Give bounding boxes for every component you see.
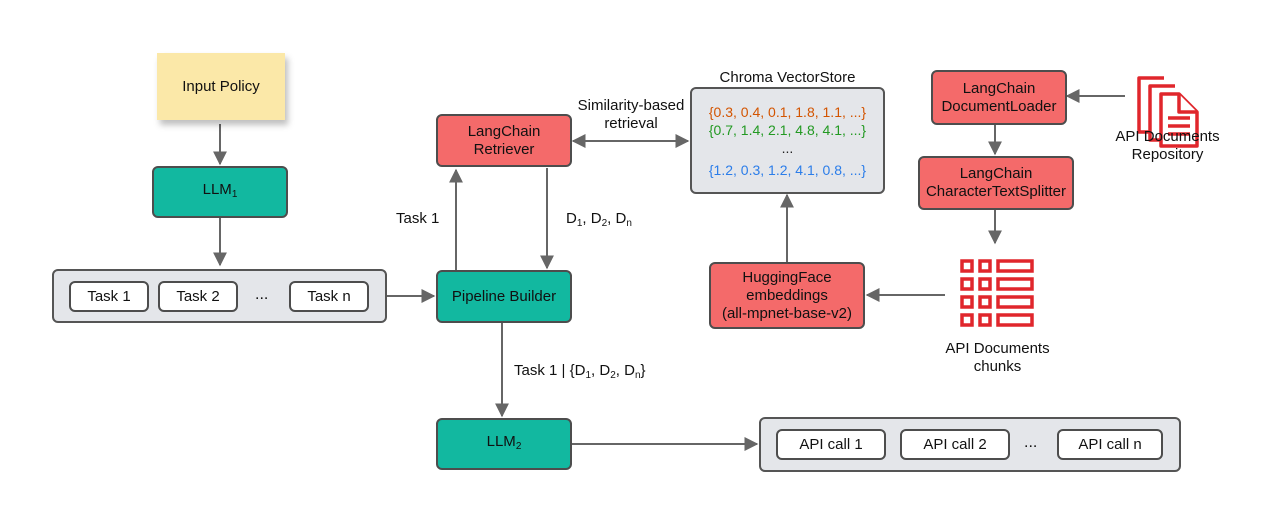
llm1-node: LLM1 — [152, 166, 288, 218]
input-policy-label: Input Policy — [182, 78, 260, 95]
documents-stack-icon — [1137, 76, 1199, 148]
api-calls-ellipsis: ... — [1024, 434, 1038, 451]
vector-row-n: {1.2, 0.3, 1.2, 4.1, 0.8, ...} — [708, 161, 867, 178]
task-n-label: Task n — [307, 288, 351, 305]
api-call-2-pill: API call 2 — [900, 429, 1010, 460]
vector-row-2: {0.7, 1.4, 2.1, 4.8, 4.1, ...} — [708, 121, 867, 138]
task-n-pill: Task n — [289, 281, 369, 312]
api-call-1-pill: API call 1 — [776, 429, 886, 460]
similarity-retrieval-label: Similarity-based retrieval — [577, 97, 685, 132]
api-call-n-pill: API call n — [1057, 429, 1163, 460]
embeddings-line2: embeddings — [746, 286, 828, 304]
text-splitter-line2: CharacterTextSplitter — [925, 183, 1067, 200]
vectorstore-box: {0.3, 0.4, 0.1, 1.8, 1.1, ...} {0.7, 1.4… — [690, 87, 885, 194]
vectorstore-title: Chroma VectorStore — [719, 69, 856, 86]
document-loader-node: LangChain DocumentLoader — [931, 70, 1067, 125]
vector-row-1: {0.3, 0.4, 0.1, 1.8, 1.1, ...} — [708, 103, 867, 120]
api-chunks-label: API Documents chunks — [945, 340, 1050, 375]
task-2-pill: Task 2 — [158, 281, 238, 312]
text-splitter-node: LangChain CharacterTextSplitter — [918, 156, 1074, 210]
llm2-node: LLM2 — [436, 418, 572, 470]
llm2-label: LLM2 — [486, 432, 522, 452]
llm1-label: LLM1 — [202, 180, 238, 200]
task-2-label: Task 2 — [176, 288, 220, 305]
document-loader-line1: LangChain — [962, 79, 1036, 97]
task-1-pill: Task 1 — [69, 281, 149, 312]
pipeline-builder-node: Pipeline Builder — [436, 270, 572, 323]
document-loader-line2: DocumentLoader — [941, 97, 1057, 115]
retriever-line1: LangChain — [467, 122, 541, 140]
vector-row-ellipsis: ... — [781, 139, 794, 156]
pipeline-builder-label: Pipeline Builder — [451, 287, 557, 305]
embeddings-node: HuggingFace embeddings (all-mpnet-base-v… — [709, 262, 865, 329]
task-1-label: Task 1 — [87, 288, 131, 305]
retriever-node: LangChain Retriever — [436, 114, 572, 167]
input-policy-note: Input Policy — [157, 53, 285, 120]
retriever-line2: Retriever — [473, 140, 535, 158]
tasks-ellipsis: ... — [255, 286, 269, 303]
table-grid-icon — [960, 259, 1034, 327]
api-call-n-label: API call n — [1078, 436, 1142, 453]
docs-edge-label: D1, D2, Dn — [566, 210, 632, 229]
api-call-1-label: API call 1 — [799, 436, 863, 453]
embeddings-line3: (all-mpnet-base-v2) — [721, 304, 853, 322]
task1-edge-label: Task 1 — [396, 210, 440, 227]
task-docs-edge-label: Task 1 | {D1, D2, Dn} — [514, 362, 646, 381]
embeddings-line1: HuggingFace — [742, 268, 832, 286]
text-splitter-line1: LangChain — [959, 165, 1033, 182]
api-repo-label: API Documents Repository — [1115, 128, 1220, 163]
api-call-2-label: API call 2 — [923, 436, 987, 453]
